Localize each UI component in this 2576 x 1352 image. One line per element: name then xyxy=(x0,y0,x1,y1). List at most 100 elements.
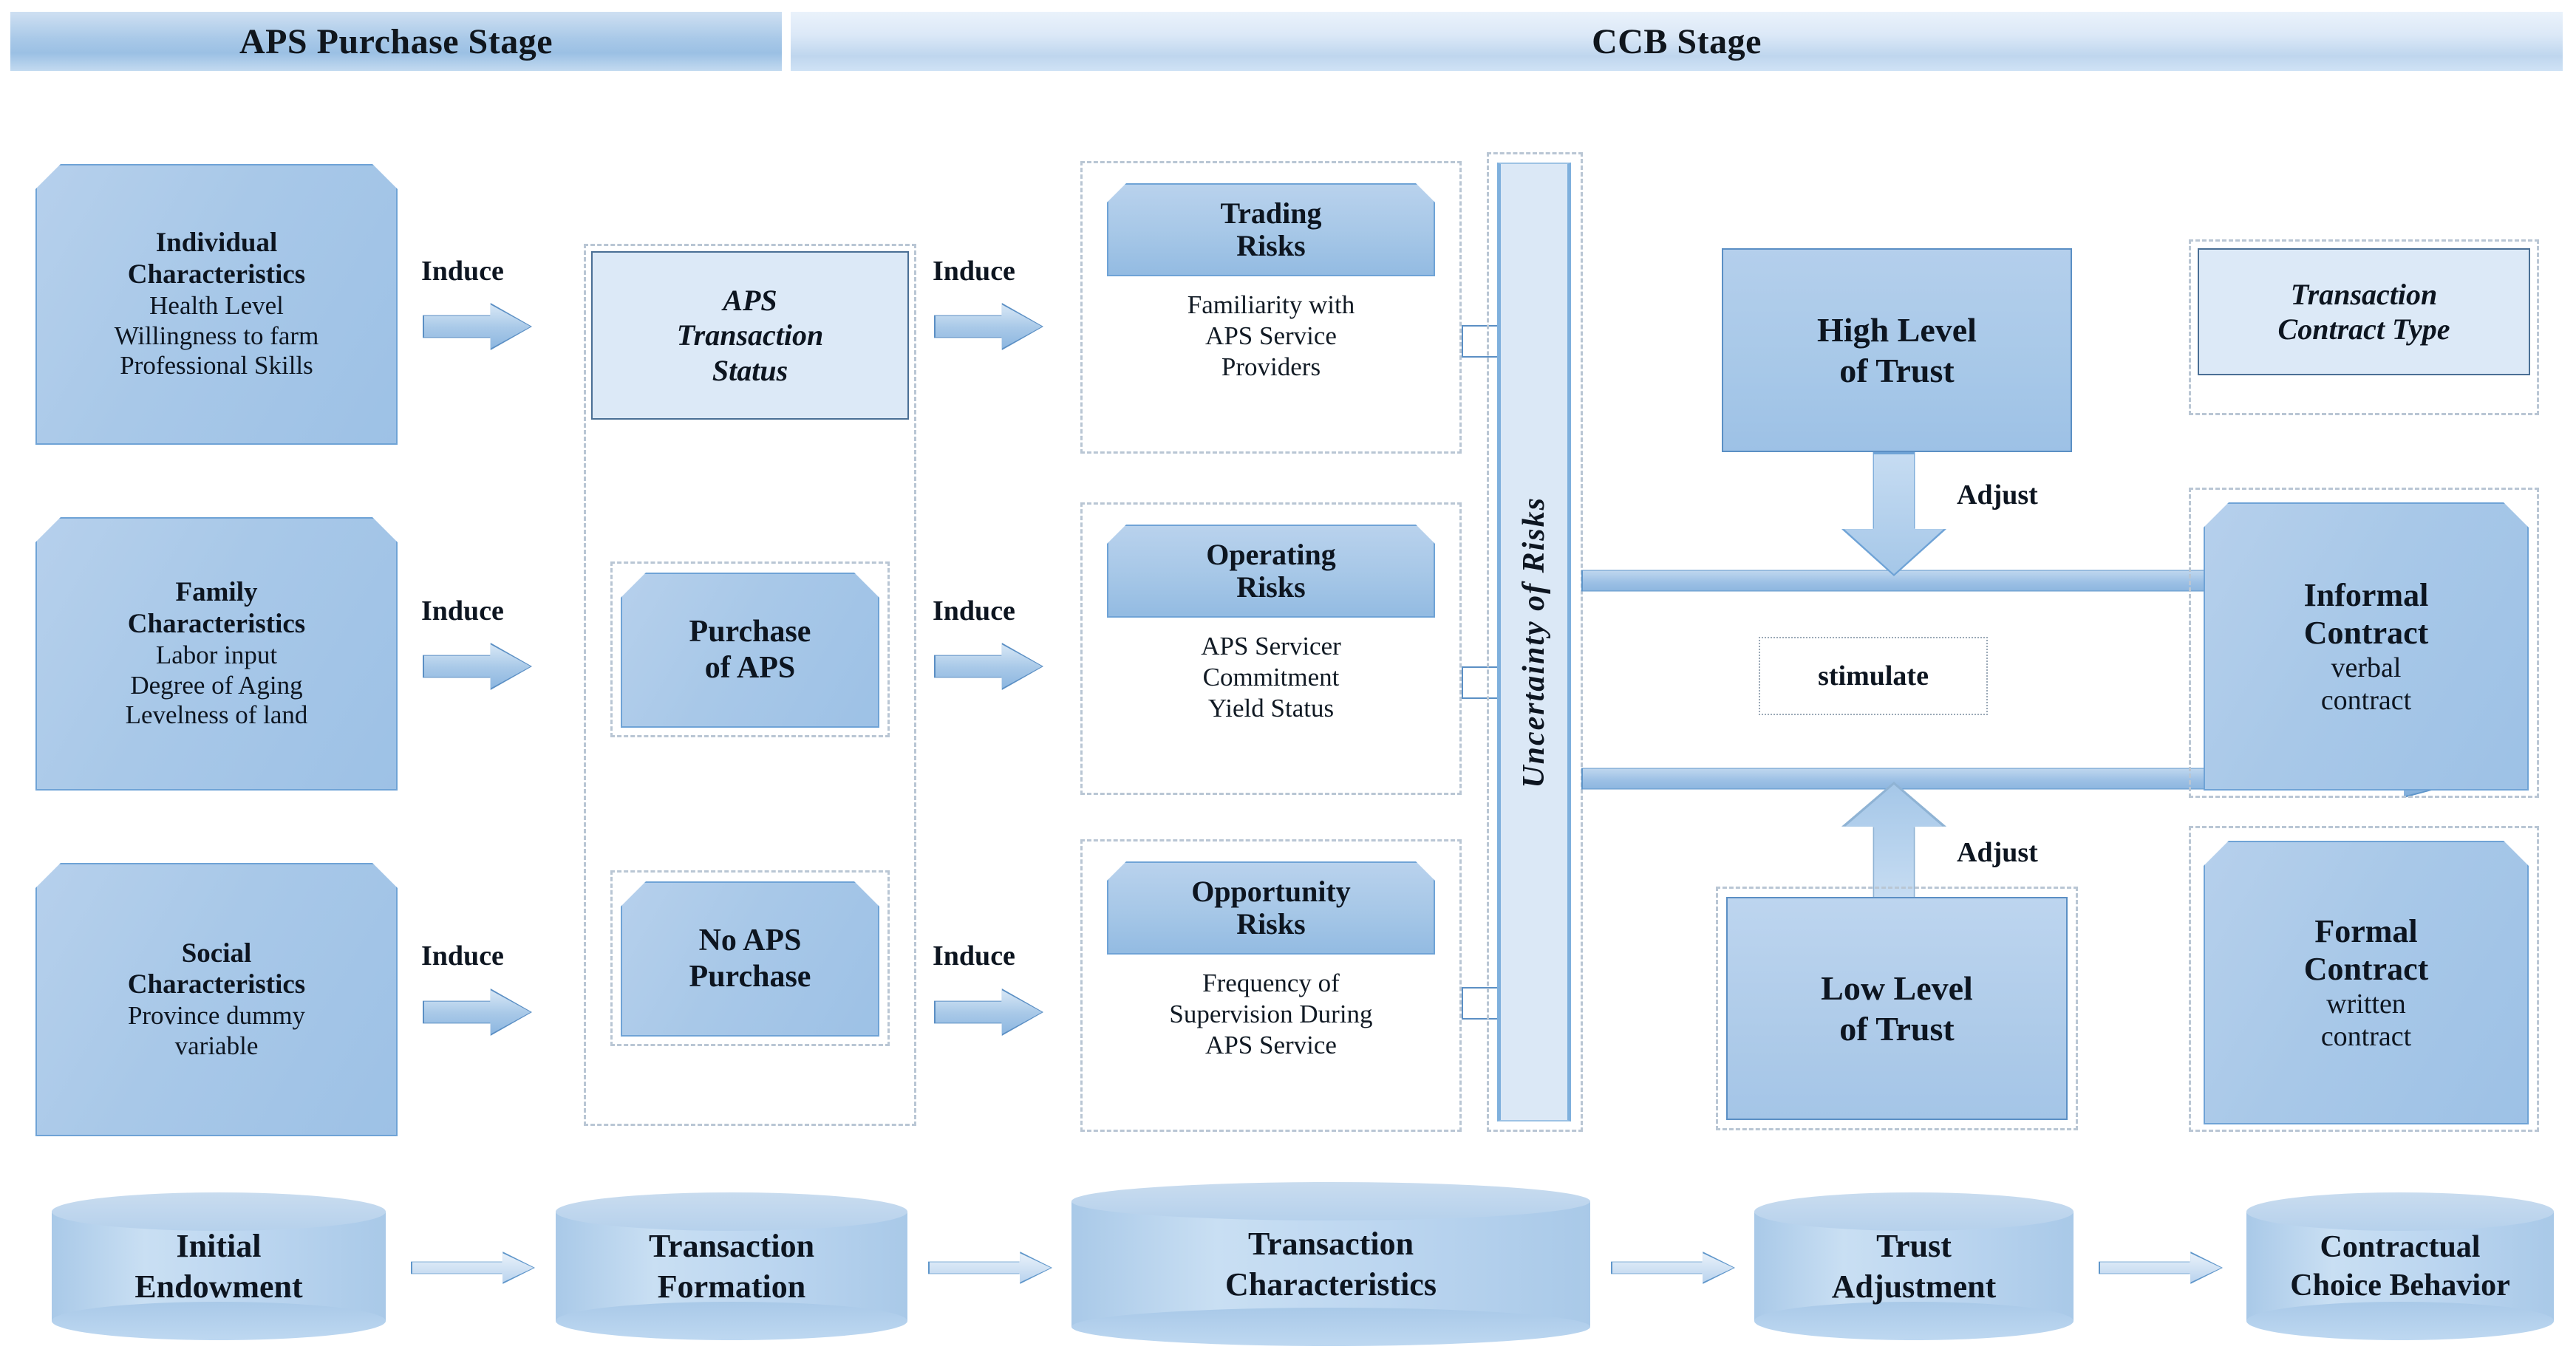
induce-label-6: Induce xyxy=(933,940,1015,972)
risk-head-line1: Operating xyxy=(1206,538,1336,571)
risk-header-opportunity[interactable]: Opportunity Risks xyxy=(1107,861,1435,955)
low-trust-dashed xyxy=(1716,887,2078,1130)
risk-items-operating: APS Servicer Commitment Yield Status xyxy=(1094,631,1448,724)
stimulate-note: stimulate xyxy=(1759,637,1988,715)
high-trust-line1: High Level xyxy=(1817,310,1977,349)
cylinder-top xyxy=(556,1192,907,1231)
risk-group-opportunity-dashed xyxy=(1080,839,1462,1132)
formal-line2: Contract xyxy=(2303,950,2429,987)
card-title-line2: Characteristics xyxy=(127,969,306,1000)
pipeline-cylinder-contractual-choice-behavior[interactable]: Contractual Choice Behavior xyxy=(2246,1192,2554,1340)
formal-contract-dashed xyxy=(2189,826,2539,1132)
risk-header-trading[interactable]: Trading Risks xyxy=(1107,183,1435,276)
card-title-line2: Characteristics xyxy=(127,609,306,640)
purchase-aps-dashed xyxy=(610,561,890,737)
risk-group-operating-dashed xyxy=(1080,502,1462,795)
risk-item: Supervision During xyxy=(1169,1000,1373,1028)
contract-type-line2: Contract Type xyxy=(2277,313,2450,346)
risk-item: Yield Status xyxy=(1207,694,1335,723)
card-item: Labor input xyxy=(155,641,278,670)
card-social-characteristics[interactable]: Social Characteristics Province dummy va… xyxy=(35,863,398,1136)
low-trust-line2: of Trust xyxy=(1839,1010,1955,1048)
informal-line1: Informal xyxy=(2303,576,2429,613)
purchase-line1: Purchase xyxy=(689,615,811,649)
risk-head-line1: Trading xyxy=(1220,197,1322,230)
high-trust-line2: of Trust xyxy=(1839,352,1955,389)
card-item: Health Level xyxy=(149,291,284,321)
informal-sub1: verbal xyxy=(2331,652,2402,683)
pipeline-cylinder-initial-endowment[interactable]: Initial Endowment xyxy=(52,1192,386,1340)
formal-line1: Formal xyxy=(2314,912,2418,949)
aps-status-line3: Status xyxy=(712,353,788,387)
pipeline-cylinder-trust-adjustment[interactable]: Trust Adjustment xyxy=(1754,1192,2074,1340)
pipeline-arrow-3 xyxy=(1611,1252,1735,1284)
pipeline-label-line1: Transaction xyxy=(648,1228,815,1264)
induce-arrow-4 xyxy=(934,303,1043,350)
induce-label-5: Induce xyxy=(933,595,1015,627)
pipeline-label-line1: Contractual xyxy=(2320,1229,2481,1264)
card-item: Levelness of land xyxy=(125,700,308,730)
card-title-line2: Characteristics xyxy=(127,259,306,290)
node-no-aps-purchase[interactable]: No APS Purchase xyxy=(621,881,879,1037)
risk-head-line2: Risks xyxy=(1236,570,1306,604)
card-family-characteristics[interactable]: Family Characteristics Labor input Degre… xyxy=(35,517,398,791)
risk-item: Providers xyxy=(1221,352,1321,381)
risk-header-operating[interactable]: Operating Risks xyxy=(1107,525,1435,618)
arrow-adjust-down xyxy=(1841,452,1946,576)
pipeline-cylinder-transaction-formation[interactable]: Transaction Formation xyxy=(556,1192,907,1340)
pipeline-arrow-2 xyxy=(928,1252,1052,1284)
cylinder-body xyxy=(1071,1201,1590,1327)
contract-type-line1: Transaction xyxy=(2290,277,2438,311)
card-item: Willingness to farm xyxy=(114,321,319,350)
low-trust-line1: Low Level xyxy=(1821,969,1973,1007)
pipeline-label-line1: Initial xyxy=(176,1228,262,1264)
node-aps-transaction-status[interactable]: APS Transaction Status xyxy=(591,251,909,420)
cylinder-bottom xyxy=(52,1302,386,1340)
cylinder-top xyxy=(1071,1182,1590,1220)
node-low-level-of-trust[interactable]: Low Level of Trust xyxy=(1726,897,2068,1120)
contract-type-dashed xyxy=(2189,239,2539,415)
node-purchase-of-aps[interactable]: Purchase of APS xyxy=(621,573,879,728)
card-item: Province dummy xyxy=(127,1001,306,1031)
node-informal-contract[interactable]: Informal Contract verbal contract xyxy=(2204,502,2529,791)
risk-item: Frequency of xyxy=(1202,969,1340,997)
pipeline-label-line1: Trust xyxy=(1876,1228,1952,1264)
risk-items-opportunity: Frequency of Supervision During APS Serv… xyxy=(1086,968,1456,1061)
pipeline-arrow-1 xyxy=(411,1252,535,1284)
informal-line2: Contract xyxy=(2303,614,2429,651)
induce-arrow-5 xyxy=(934,643,1043,690)
node-transaction-contract-type[interactable]: Transaction Contract Type xyxy=(2198,248,2530,375)
card-item: Degree of Aging xyxy=(130,670,303,700)
stimulate-label: stimulate xyxy=(1818,660,1929,692)
pipeline-label-line2: Adjustment xyxy=(1831,1269,1997,1305)
cylinder-bottom xyxy=(1071,1308,1590,1346)
induce-label-1: Induce xyxy=(421,256,504,287)
card-individual-characteristics[interactable]: Individual Characteristics Health Level … xyxy=(35,164,398,445)
risk-head-line2: Risks xyxy=(1236,907,1306,940)
induce-arrow-3 xyxy=(423,989,532,1036)
aps-status-line2: Transaction xyxy=(676,318,824,352)
node-uncertainty-of-risks[interactable]: Uncertainty of Risks xyxy=(1497,163,1571,1121)
uncertainty-dashed xyxy=(1487,152,1583,1132)
pipeline-cylinder-transaction-characteristics[interactable]: Transaction Characteristics xyxy=(1071,1182,1590,1346)
induce-label-3: Induce xyxy=(421,940,504,972)
stage-banner-ccb-label: CCB Stage xyxy=(1592,21,1762,61)
formal-sub1: written xyxy=(2326,988,2406,1020)
risk-item: APS Servicer xyxy=(1201,632,1341,660)
stage-banner-aps: APS Purchase Stage xyxy=(10,12,782,71)
cylinder-top xyxy=(1754,1192,2074,1231)
pipeline-arrow-4 xyxy=(2099,1252,2223,1284)
risk-head-line1: Opportunity xyxy=(1191,875,1351,908)
cylinder-top xyxy=(52,1192,386,1231)
cylinder-bottom xyxy=(556,1302,907,1340)
card-title-line1: Family xyxy=(175,577,258,608)
node-high-level-of-trust[interactable]: High Level of Trust xyxy=(1722,248,2072,452)
risk-items-trading: Familiarity with APS Service Providers xyxy=(1094,290,1448,383)
cylinder-top xyxy=(2246,1192,2554,1231)
stage-banner-ccb: CCB Stage xyxy=(791,12,2563,71)
node-formal-contract[interactable]: Formal Contract written contract xyxy=(2204,841,2529,1124)
stage-banner-aps-label: APS Purchase Stage xyxy=(239,21,553,61)
card-item: variable xyxy=(174,1031,259,1060)
purchase-line1: No APS xyxy=(698,923,802,958)
pipeline-label-line2: Endowment xyxy=(134,1269,303,1305)
